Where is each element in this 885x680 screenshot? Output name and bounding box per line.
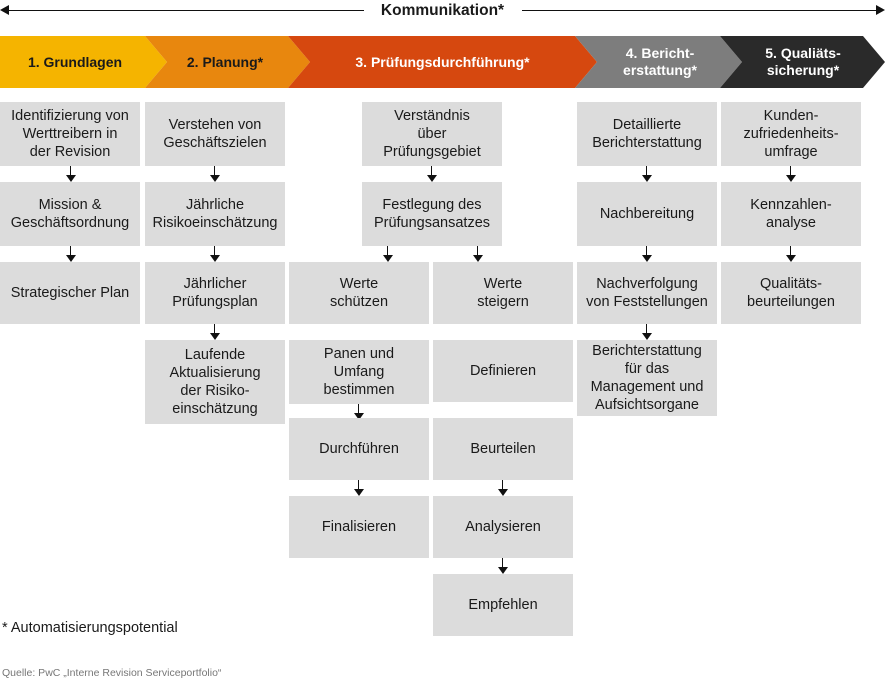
step-analysieren: Analysieren	[433, 496, 573, 558]
step-risikoeinschaetzung: Jährliche Risikoeinschätzung	[145, 182, 285, 246]
flow-arrow	[66, 246, 76, 262]
flow-arrow	[642, 324, 652, 340]
flow-arrow	[354, 404, 364, 420]
step-planen-umfang: Panen und Umfang bestimmen	[289, 340, 429, 404]
phase-3-label: 3. Prüfungsdurchführung*	[355, 53, 530, 70]
step-empfehlen: Empfehlen	[433, 574, 573, 636]
phase-chevrons	[0, 36, 885, 88]
step-werte-schuetzen: Werte schützen	[289, 262, 429, 324]
step-qualitaetsbeurteilungen: Qualitäts- beurteilungen	[721, 262, 861, 324]
communication-line-right	[522, 10, 880, 11]
flow-arrow	[473, 246, 483, 262]
step-durchfuehren: Durchführen	[289, 418, 429, 480]
phase-1-chevron	[0, 36, 167, 88]
flow-arrow	[642, 166, 652, 182]
phase-1-label: 1. Grundlagen	[27, 53, 123, 70]
step-definieren: Definieren	[433, 340, 573, 402]
flow-arrow	[498, 558, 508, 574]
source-note: Quelle: PwC „Interne Revision Servicepor…	[2, 667, 222, 679]
flow-arrow	[786, 246, 796, 262]
flow-arrow	[427, 166, 437, 182]
flow-arrow	[498, 480, 508, 496]
phase-2-chevron	[145, 36, 310, 88]
step-detaillierte-berichterstattung: Detaillierte Berichterstattung	[577, 102, 717, 166]
flow-arrow	[210, 166, 220, 182]
arrow-left-icon	[0, 5, 9, 15]
flow-arrow	[354, 480, 364, 496]
step-finalisieren: Finalisieren	[289, 496, 429, 558]
step-geschaeftsziele: Verstehen von Geschäftszielen	[145, 102, 285, 166]
step-nachbereitung: Nachbereitung	[577, 182, 717, 246]
phase-5-chevron	[720, 36, 885, 88]
step-werte-steigern: Werte steigern	[433, 262, 573, 324]
step-strategischer-plan: Strategischer Plan	[0, 262, 140, 324]
step-berichterstattung-management: Berichterstattung für das Management und…	[577, 340, 717, 416]
step-laufende-aktualisierung: Laufende Aktualisierung der Risiko- eins…	[145, 340, 285, 424]
flow-arrow	[66, 166, 76, 182]
phase-3-chevron	[288, 36, 597, 88]
step-pruefungsplan: Jährlicher Prüfungsplan	[145, 262, 285, 324]
flow-arrow	[210, 324, 220, 340]
step-beurteilen: Beurteilen	[433, 418, 573, 480]
footnote: * Automatisierungspotential	[2, 620, 178, 636]
phase-5-label: 5. Qualiäts- sicherung*	[765, 45, 841, 78]
communication-line-left	[4, 10, 364, 11]
flow-arrow	[383, 246, 393, 262]
phase-4-chevron	[575, 36, 742, 88]
phase-2-label: 2. Planung*	[186, 53, 264, 70]
step-pruefungsansatz: Festlegung des Prüfungsansatzes	[362, 182, 502, 246]
step-nachverfolgung: Nachverfolgung von Feststellungen	[577, 262, 717, 324]
step-mission: Mission & Geschäftsordnung	[0, 182, 140, 246]
step-verstaendnis: Verständnis über Prüfungsgebiet	[362, 102, 502, 166]
arrow-right-icon	[876, 5, 885, 15]
step-kundenzufriedenheit: Kunden- zufriedenheits- umfrage	[721, 102, 861, 166]
step-werttreiber: Identifizierung von Werttreibern in der …	[0, 102, 140, 166]
flow-arrow	[210, 246, 220, 262]
phase-4-label: 4. Bericht- erstattung*	[623, 45, 697, 78]
flow-arrow	[786, 166, 796, 182]
communication-title: Kommunikation*	[0, 1, 885, 21]
step-kennzahlenanalyse: Kennzahlen- analyse	[721, 182, 861, 246]
flow-arrow	[642, 246, 652, 262]
